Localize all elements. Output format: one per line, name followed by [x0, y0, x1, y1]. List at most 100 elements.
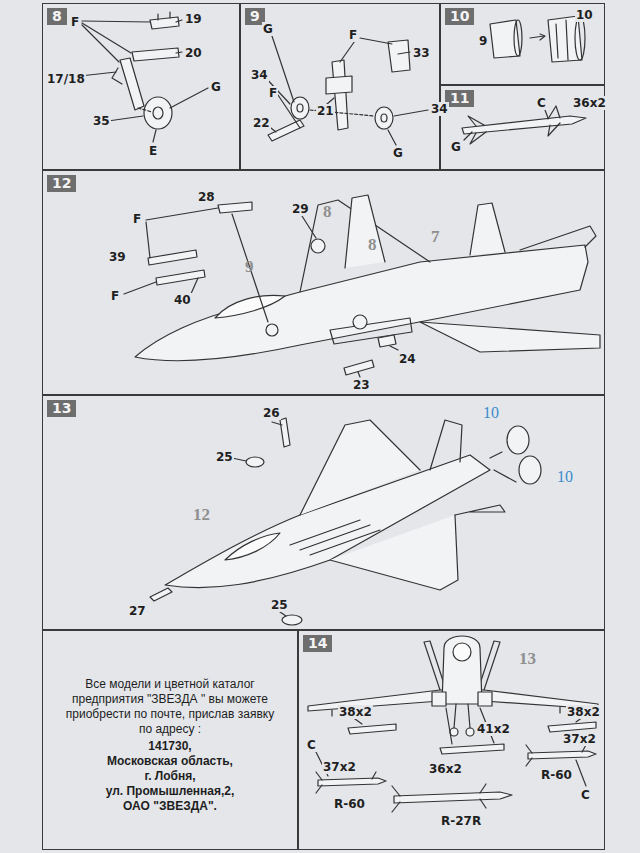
step-number: 12 [47, 175, 76, 192]
drawing-path [138, 108, 152, 112]
drawing-ellipse [144, 97, 172, 129]
part-group [264, 30, 428, 145]
drawing-circle [450, 728, 458, 736]
callout-number: 21 [316, 104, 335, 118]
assembly-reference: 9 [244, 258, 255, 276]
drawing-path [82, 21, 150, 62]
drawing-path [540, 34, 545, 40]
drawing-path [326, 76, 352, 94]
drawing-path [108, 116, 143, 121]
drawing-path [153, 130, 156, 142]
callout-number: 34 [430, 102, 449, 116]
drawing-path [548, 106, 560, 136]
drawing-path [330, 318, 412, 344]
drawing-path [470, 203, 505, 255]
color-note: 10 [556, 468, 574, 486]
drawing-circle [266, 324, 278, 336]
callout-number: R-27R [440, 814, 482, 828]
drawing-path [348, 724, 396, 734]
drawing-ellipse [246, 457, 264, 467]
drawing-path [176, 20, 182, 53]
drawing-path [440, 744, 504, 754]
callout-number: R-60 [540, 768, 573, 782]
drawing-ellipse [375, 107, 393, 129]
address-line: Московская область, [61, 754, 279, 769]
drawing-path [150, 588, 172, 601]
step-number: 11 [445, 90, 474, 107]
callout-number: 29 [291, 202, 310, 216]
callout-number: 40 [173, 293, 192, 307]
callout-number: 36x2 [572, 96, 607, 110]
part-group [462, 106, 586, 144]
part-group [490, 16, 585, 62]
drawing-ellipse [153, 107, 163, 119]
address-line: ОАО "ЗВЕЗДА". [61, 799, 279, 814]
drawing-path [548, 722, 596, 732]
drawing-path [266, 95, 334, 132]
drawing-path [270, 30, 410, 102]
drawing-path [420, 322, 600, 352]
callout-number: F [348, 28, 358, 42]
callout-number: C [580, 788, 591, 802]
callout-number: 35 [92, 114, 111, 128]
drawing-path [112, 68, 122, 84]
callout-number: E [148, 144, 158, 158]
drawing-path [120, 58, 144, 110]
assembly-reference: 7 [430, 228, 441, 246]
drawing-path [378, 335, 396, 347]
color-note: 10 [482, 404, 500, 422]
drawing-ellipse [507, 426, 529, 454]
drawing-path [132, 48, 179, 61]
step-number: 10 [445, 8, 474, 25]
callout-number: F [70, 15, 80, 29]
drawing-path [148, 250, 197, 265]
part-group [308, 636, 598, 812]
drawing-path [455, 505, 505, 515]
callout-number: 25 [270, 598, 289, 612]
step-number: 14 [303, 635, 332, 652]
drawing-path [330, 515, 458, 590]
drawing-path [394, 792, 512, 803]
callout-number: 20 [184, 46, 203, 60]
step-number: 8 [47, 8, 67, 25]
drawing-path [318, 778, 386, 786]
assembly-reference: 8 [322, 203, 333, 221]
drawing-path [264, 76, 428, 145]
callout-number: C [536, 96, 547, 110]
drawing-path [280, 418, 290, 447]
drawing-path [556, 20, 568, 60]
drawing-path [345, 195, 385, 268]
drawing-path [316, 752, 586, 786]
drawing-ellipse [381, 114, 387, 122]
callout-number: 28 [197, 190, 216, 204]
callout-number: 38x2 [338, 705, 373, 719]
assembly-reference: 13 [518, 650, 537, 668]
drawing-path [156, 270, 205, 285]
drawing-path [464, 110, 548, 140]
callout-number: 10 [575, 8, 594, 22]
callout-number: 33 [412, 46, 431, 60]
callout-number: 34 [250, 68, 269, 82]
drawing-path [520, 226, 596, 250]
drawing-path [225, 533, 280, 560]
callout-number: 23 [352, 378, 371, 392]
callout-number: R-60 [333, 797, 366, 811]
drawing-path [388, 40, 410, 72]
address-block: Все модели и цветной каталог предприятия… [43, 631, 297, 814]
drawing-path [358, 346, 398, 377]
drawing-circle [353, 315, 367, 329]
drawing-rect [478, 692, 492, 706]
callout-number: G [262, 22, 274, 36]
callout-number: 22 [252, 116, 271, 130]
drawing-path [332, 60, 348, 130]
callout-number: 36x2 [428, 762, 463, 776]
catalog-note: Все модели и цветной каталог предприятия… [61, 677, 279, 737]
callout-number: 24 [398, 352, 417, 366]
drawing-rect [432, 692, 446, 706]
drawing-ellipse [297, 104, 303, 112]
drawing-path [290, 520, 380, 555]
part-group [150, 418, 541, 625]
callout-number: F [132, 212, 142, 226]
callout-number: 37x2 [562, 732, 597, 746]
drawing-circle [453, 643, 471, 661]
